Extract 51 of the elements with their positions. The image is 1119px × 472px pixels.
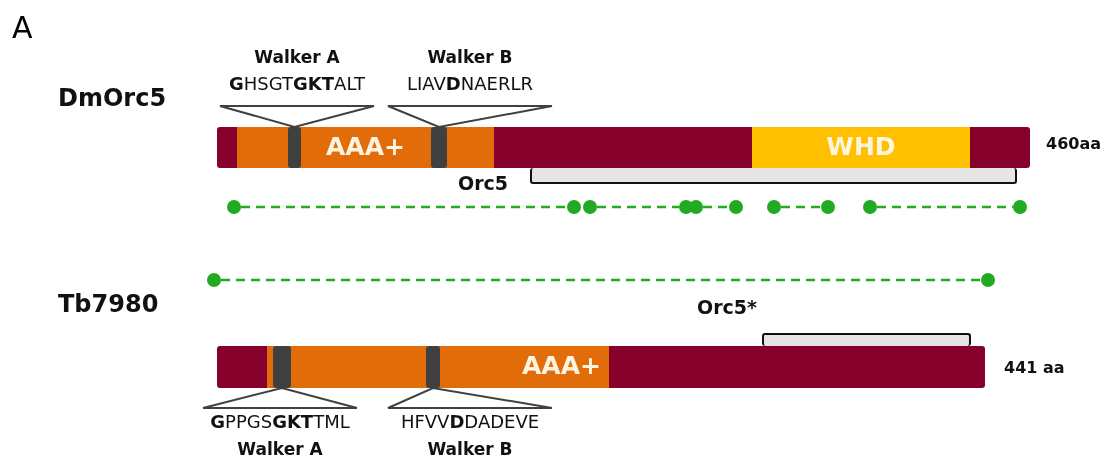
dot-marker	[863, 200, 877, 214]
zoom-callout-line	[387, 105, 553, 129]
dot-marker	[583, 200, 597, 214]
zoom-callout-line	[219, 105, 375, 129]
length-label: 441 aa	[1004, 358, 1065, 378]
motif-name: Walker A	[237, 438, 323, 461]
protein-name: DmOrc5	[58, 84, 167, 113]
dashed-connector	[221, 278, 981, 282]
protein-bar	[217, 127, 1030, 168]
motif-name: Walker B	[427, 438, 513, 461]
domain-label: AAA+	[326, 131, 405, 163]
protein-bar	[217, 346, 985, 388]
dot-marker	[227, 200, 241, 214]
sequence-label: HFVVDDADEVE	[400, 410, 540, 434]
zoom-callout-line	[387, 386, 553, 409]
dot-marker	[689, 200, 703, 214]
dot-marker	[767, 200, 781, 214]
dot-marker	[679, 200, 693, 214]
motif-band	[273, 346, 291, 388]
sequence-label: GHSGTGKTALT	[229, 72, 365, 96]
region-bracket	[762, 333, 971, 346]
dot-marker	[729, 200, 743, 214]
domain-label: WHD	[826, 131, 896, 163]
sequence-label: GPPGSGKTTML	[210, 410, 350, 434]
domain-label: AAA+	[522, 350, 601, 382]
dot-marker	[1013, 200, 1027, 214]
protein-name: Tb7980	[58, 290, 159, 319]
sequence-label: LIAVDNAERLR	[407, 72, 533, 96]
region-bracket	[530, 168, 1017, 184]
dashed-connector	[703, 205, 729, 209]
dot-marker	[821, 200, 835, 214]
region-label: Orc5*	[697, 296, 757, 319]
dashed-connector	[877, 205, 1013, 209]
domain-segment	[237, 127, 494, 168]
dashed-connector	[597, 205, 679, 209]
motif-name: Walker B	[427, 46, 513, 69]
motif-band	[431, 127, 447, 168]
dashed-connector	[781, 205, 821, 209]
region-label: Orc5	[458, 172, 508, 195]
motif-band	[426, 346, 440, 388]
dot-marker	[567, 200, 581, 214]
dot-marker	[207, 273, 221, 287]
motif-band	[288, 127, 301, 168]
zoom-callout-line	[202, 386, 358, 409]
dashed-connector	[241, 205, 567, 209]
panel-letter: A	[12, 10, 33, 46]
length-label: 460aa	[1046, 134, 1101, 154]
motif-name: Walker A	[254, 46, 340, 69]
dot-marker	[981, 273, 995, 287]
domain-segment	[267, 346, 609, 388]
domain-segment	[752, 127, 970, 168]
